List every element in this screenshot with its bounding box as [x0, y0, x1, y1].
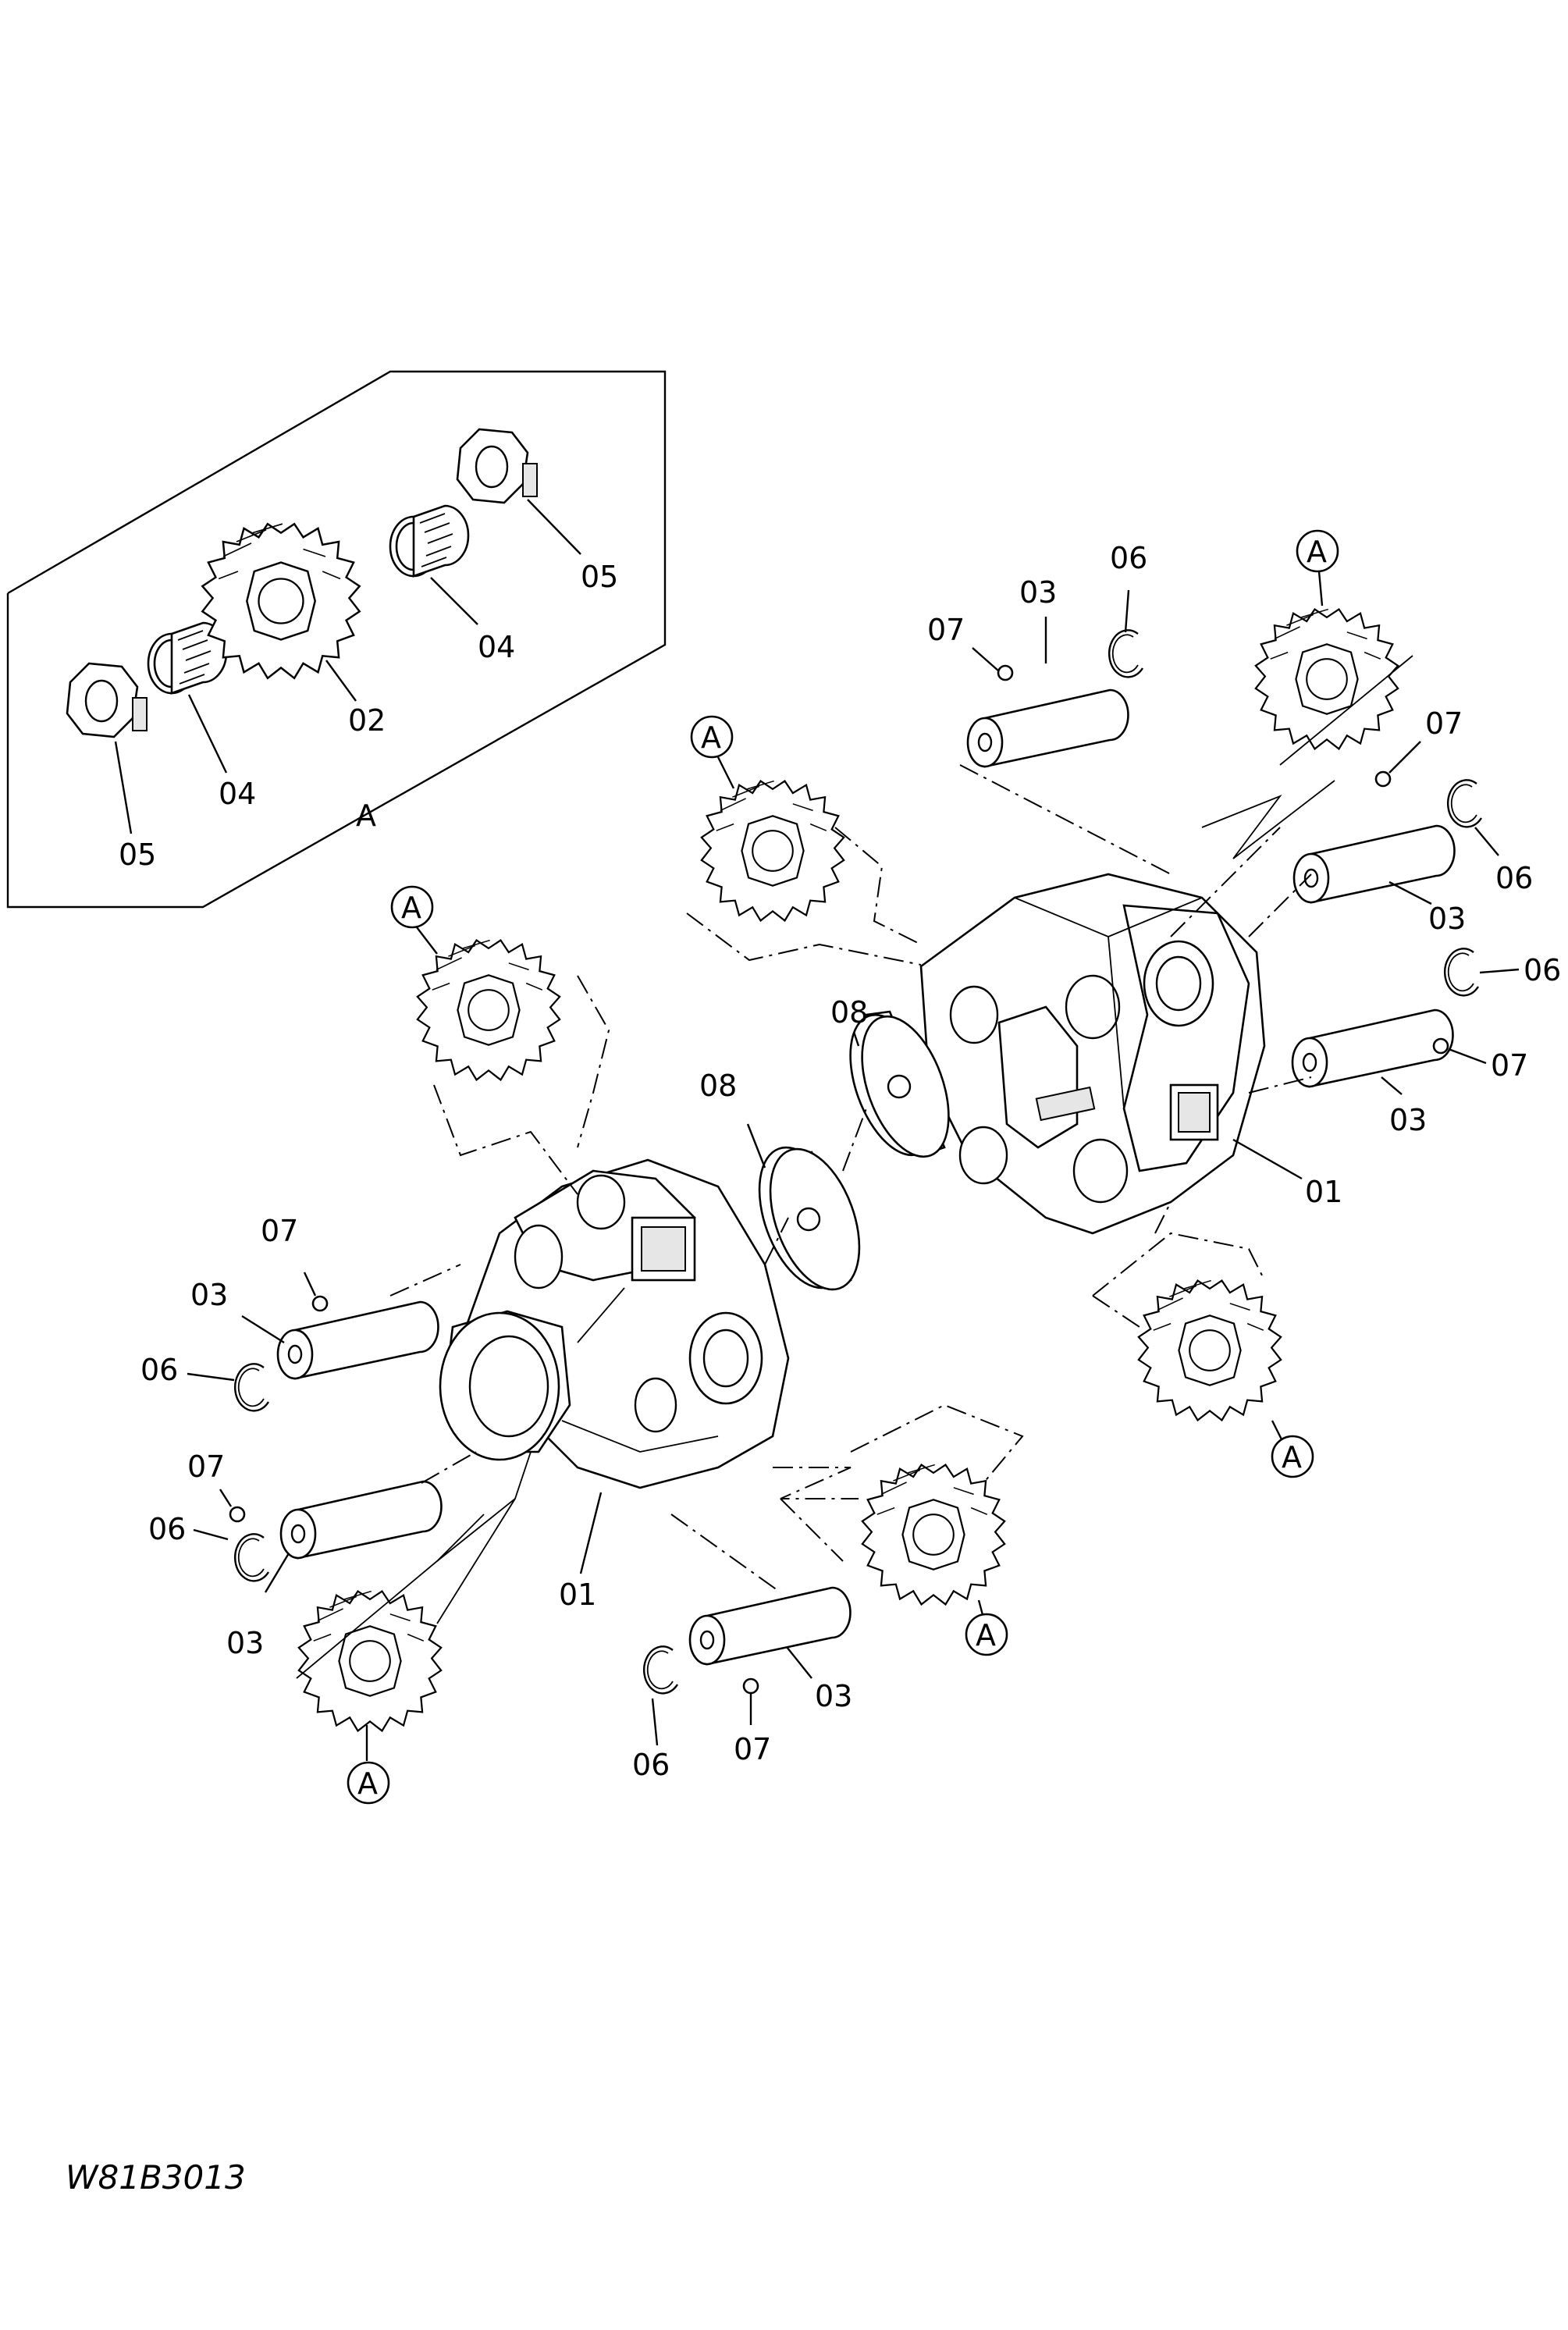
inset-panel: 05 04 02 04 05 A [6, 370, 667, 909]
right-pin-upper-ring [1446, 779, 1483, 828]
left-pin-bottom-dowel-label: 07 [734, 1732, 771, 1766]
right-pin-lower [1291, 1008, 1454, 1088]
right-pin-upper-dowel [1374, 770, 1392, 788]
left-carrier-assembly: 01 08 A 07 03 06 07 [140, 885, 1024, 1805]
left-bottom-gear [297, 1590, 443, 1732]
right-pin-upper-label: 03 [1428, 902, 1466, 936]
inset-label-washer-right: 05 [581, 560, 618, 594]
left-pin-bottom-ring-label: 06 [632, 1748, 670, 1782]
right-top-gear [700, 780, 845, 922]
right-pin-lower-dowel [1432, 1037, 1449, 1055]
right-pin-top-dowel [997, 664, 1014, 681]
right-pin-lower-dowel-label: 07 [1491, 1048, 1528, 1083]
right-carrier-assembly: 01 08 A 07 03 06 A [686, 529, 1561, 1478]
left-pin-top-ring-label: 06 [140, 1353, 178, 1387]
right-carrier-label: 01 [1305, 1175, 1342, 1209]
left-right-gear-ref-label: A [976, 1618, 996, 1652]
left-carrier-label: 01 [559, 1578, 596, 1612]
left-pin-mid [279, 1480, 443, 1560]
left-carrier-body [439, 1158, 790, 1489]
inset-label-bearing-left: 04 [219, 777, 256, 811]
right-thrust-washer-label: 08 [830, 995, 868, 1030]
left-pin-mid-label: 03 [226, 1626, 264, 1660]
inset-label-gear: 02 [348, 703, 386, 738]
left-pin-top [276, 1300, 439, 1380]
left-pin-bottom-dowel [742, 1677, 759, 1695]
left-pin-top-label: 03 [190, 1278, 228, 1312]
left-pin-top-ring [233, 1363, 270, 1412]
inset-washer-right [456, 428, 539, 504]
right-bottom-gear-ref-label: A [1282, 1440, 1302, 1474]
left-pin-mid-ring [233, 1533, 270, 1582]
right-top-right-gear [1254, 608, 1399, 750]
left-thrust-washer-label: 08 [699, 1069, 737, 1103]
right-top-right-gear-ref-label: A [1307, 535, 1327, 569]
right-pin-upper-ring-label: 06 [1495, 861, 1533, 895]
right-pin-lower-label: 03 [1389, 1103, 1427, 1137]
left-pin-mid-ring-label: 06 [148, 1512, 186, 1546]
left-pin-top-dowel [311, 1295, 329, 1312]
inset-bearing-right [389, 504, 470, 578]
left-thrust-washer [758, 1146, 861, 1291]
right-bottom-gear [1137, 1279, 1282, 1421]
right-pin-top-label: 03 [1019, 575, 1057, 610]
drawing-code: W81B3013 [66, 2158, 246, 2197]
inset-washer-left [66, 662, 148, 738]
left-pin-mid-dowel-label: 07 [187, 1450, 225, 1484]
left-pin-top-dowel-label: 07 [261, 1214, 298, 1248]
right-pin-upper-dowel-label: 07 [1425, 706, 1463, 741]
right-pin-lower-ring-label: 06 [1524, 953, 1561, 987]
right-pin-top-dowel-label: 07 [927, 613, 965, 647]
inset-group-label: A [356, 799, 376, 833]
inset-label-washer-left: 05 [119, 838, 156, 872]
left-bottom-gear-ref-label: A [357, 1766, 378, 1801]
right-pin-upper [1292, 824, 1456, 904]
inset-gear [201, 522, 361, 680]
right-top-gear-ref-label: A [701, 720, 721, 755]
left-pin-bottom [688, 1586, 852, 1666]
right-thrust-washer [849, 1010, 950, 1158]
right-pin-lower-ring [1443, 948, 1480, 997]
left-pin-mid-dowel [229, 1506, 246, 1523]
right-pin-top [966, 688, 1129, 768]
left-top-gear [416, 939, 561, 1081]
left-pin-bottom-label: 03 [815, 1679, 852, 1713]
left-pin-bottom-ring [642, 1645, 679, 1695]
inset-label-bearing-right: 04 [478, 630, 515, 664]
right-pin-top-ring [1108, 629, 1144, 678]
left-right-gear [861, 1464, 1006, 1606]
right-pin-top-ring-label: 06 [1110, 541, 1147, 575]
left-top-gear-ref-label: A [401, 891, 421, 925]
right-carrier-body [919, 873, 1266, 1235]
